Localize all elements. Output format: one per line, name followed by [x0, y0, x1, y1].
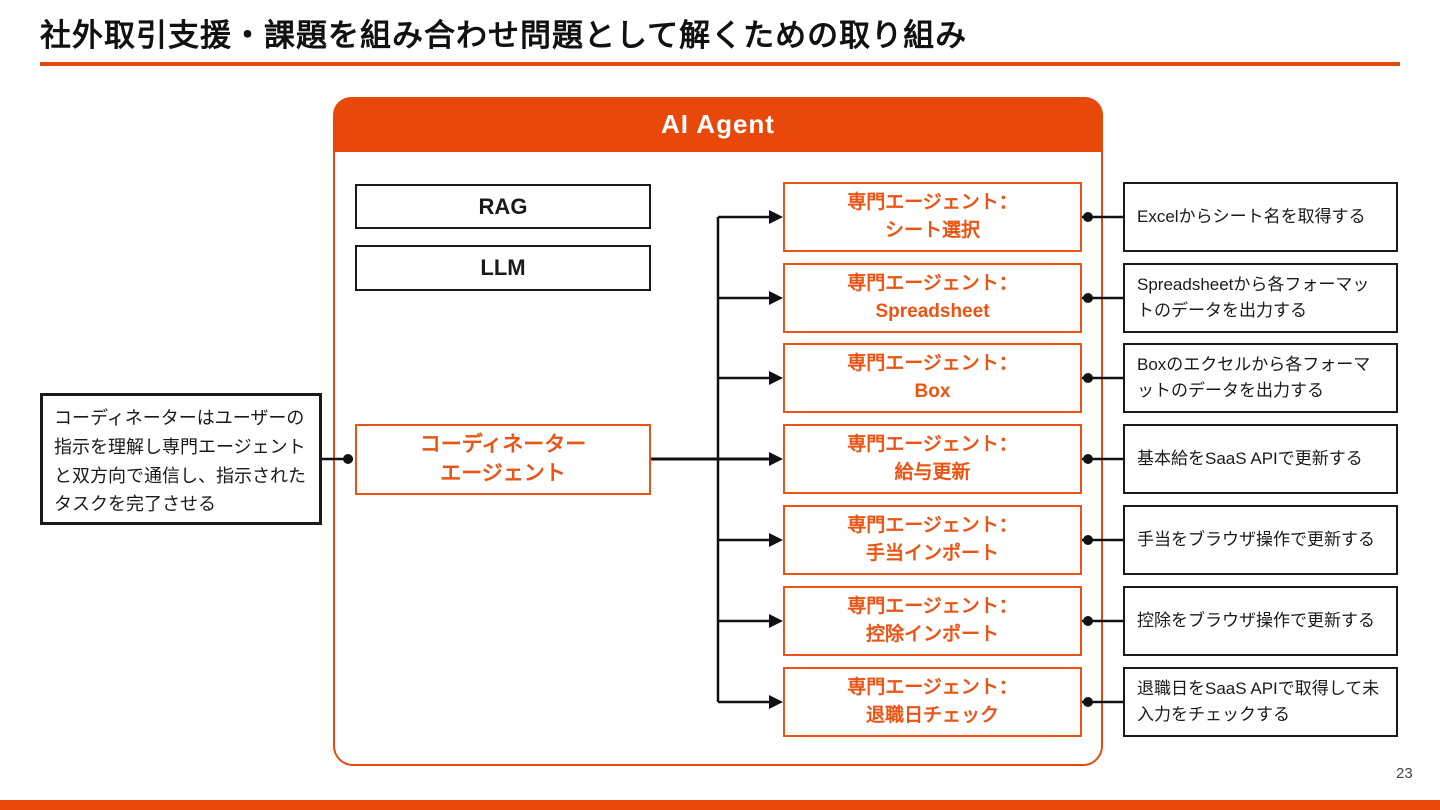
agent-name: 手当インポート	[865, 543, 999, 564]
llm-label: LLM	[480, 255, 526, 280]
agent-name: 給与更新	[894, 462, 971, 483]
rag-label: RAG	[478, 193, 528, 219]
agent-prefix: 専門エージェント：	[847, 352, 1018, 374]
coordinator-label-line2: エージェント	[440, 461, 566, 485]
desc-box-spreadsheet: Spreadsheetから各フォーマットのデータを出力する	[1123, 263, 1398, 333]
desc-box-salary-update: 基本給をSaaS APIで更新する	[1123, 424, 1398, 494]
agent-prefix: 専門エージェント：	[847, 272, 1018, 294]
desc-box-box: Boxのエクセルから各フォーマットのデータを出力する	[1123, 343, 1398, 413]
desc-box-retirement-check: 退職日をSaaS APIで取得して未入力をチェックする	[1123, 667, 1398, 737]
agent-box-sheet-select: 専門エージェント： シート選択	[783, 182, 1082, 252]
agent-box-allowance-import: 専門エージェント： 手当インポート	[783, 505, 1082, 575]
desc-box-allowance-import: 手当をブラウザ操作で更新する	[1123, 505, 1398, 575]
page-title: 社外取引支援・課題を組み合わせ問題として解くための取り組み	[40, 18, 968, 53]
coordinator-agent-box: コーディネーター エージェント	[355, 424, 651, 495]
agent-box-deduction-import: 専門エージェント： 控除インポート	[783, 586, 1082, 656]
llm-box: LLM	[355, 245, 651, 291]
agent-box-retirement-check: 専門エージェント： 退職日チェック	[783, 667, 1082, 737]
agent-box-spreadsheet: 専門エージェント： Spreadsheet	[783, 263, 1082, 333]
desc-box-sheet-select: Excelからシート名を取得する	[1123, 182, 1398, 252]
agent-name: Box	[914, 381, 951, 402]
agent-name: 控除インポート	[865, 624, 999, 645]
title-underline	[40, 62, 1400, 66]
footer-bar	[0, 800, 1440, 810]
desc-box-deduction-import: 控除をブラウザ操作で更新する	[1123, 586, 1398, 656]
agent-prefix: 専門エージェント：	[847, 433, 1018, 455]
coordinator-note: コーディネーターはユーザーの指示を理解し専門エージェントと双方向で通信し、指示さ…	[40, 393, 322, 525]
coordinator-label-line1: コーディネーター	[419, 433, 587, 457]
agent-box-box: 専門エージェント： Box	[783, 343, 1082, 413]
agent-name: Spreadsheet	[875, 301, 990, 322]
ai-agent-header: AI Agent	[333, 97, 1103, 152]
page-number: 23	[1396, 765, 1413, 782]
rag-box: RAG	[355, 184, 651, 229]
ai-agent-title: AI Agent	[661, 109, 775, 139]
agent-prefix: 専門エージェント：	[847, 191, 1018, 213]
agent-name: シート選択	[884, 220, 980, 241]
agent-prefix: 専門エージェント：	[847, 514, 1018, 536]
agent-prefix: 専門エージェント：	[847, 676, 1018, 698]
agent-box-salary-update: 専門エージェント： 給与更新	[783, 424, 1082, 494]
agent-prefix: 専門エージェント：	[847, 595, 1018, 617]
agent-name: 退職日チェック	[865, 705, 999, 726]
